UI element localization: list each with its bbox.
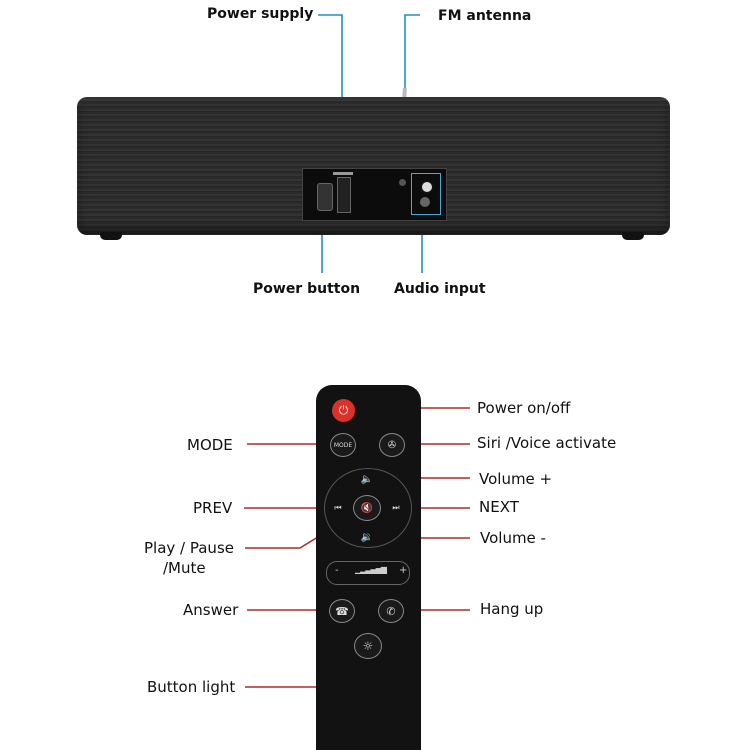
rear-panel [302,168,447,221]
mode-button[interactable]: MODE [330,433,356,457]
power-supply-label: Power supply [207,6,314,22]
answer-label: Answer [183,601,239,619]
slider-minus: - [335,565,339,576]
prev-icon[interactable]: ⏮ [334,503,342,512]
volume-minus-label: Volume - [480,529,546,547]
play-pause-mute-button[interactable]: 🔇 [353,495,381,521]
next-icon[interactable]: ⏭ [392,503,400,512]
slider-plus: + [399,565,408,576]
next-label: NEXT [479,498,519,516]
power-button[interactable]: ⏻ [332,399,355,422]
siri-button[interactable]: ✇ [379,433,405,457]
volume-down-icon[interactable]: 🔉 [360,531,374,543]
audio-input-jack-bottom [420,197,430,207]
prev-label: PREV [193,499,233,517]
audio-input-jack-top [420,180,434,194]
button-light-label: Button light [147,678,236,696]
play-pause-label-line2: /Mute [163,559,206,577]
play-pause-label-line1: Play / Pause [144,539,234,557]
mode-label: MODE [187,436,233,454]
volume-plus-label: Volume + [479,470,553,488]
button-light-button[interactable]: ☼ [354,633,382,659]
siri-label: Siri /Voice activate [477,434,617,452]
hang-up-label: Hang up [480,600,544,618]
volume-up-icon[interactable]: 🔈 [360,473,374,485]
fm-antenna-label: FM antenna [438,8,532,24]
power-on-off-label: Power on/off [477,399,571,417]
navigation-ring [324,468,412,548]
panel-label-strip [333,172,353,175]
soundbar-foot-right [622,232,644,240]
fm-antenna-jack [399,179,406,186]
audio-input-label: Audio input [394,281,486,297]
light-slider[interactable]: - ▁▂▃▄▅▆ + [326,561,410,585]
answer-button[interactable]: ☎ [329,599,355,623]
power-button-label: Power button [253,281,361,297]
remote-control: ⏻ MODE ✇ 🔈 ⏮ 🔇 ⏭ 🔉 - ▁▂▃▄▅▆ + ☎ ✆ ☼ [316,385,421,750]
audio-input-box [411,173,441,215]
power-socket [337,177,351,213]
soundbar-foot-left [100,232,122,240]
power-button-knob [317,183,333,211]
slider-level-icon: ▁▂▃▄▅▆ [355,565,387,574]
hang-up-button[interactable]: ✆ [378,599,404,623]
